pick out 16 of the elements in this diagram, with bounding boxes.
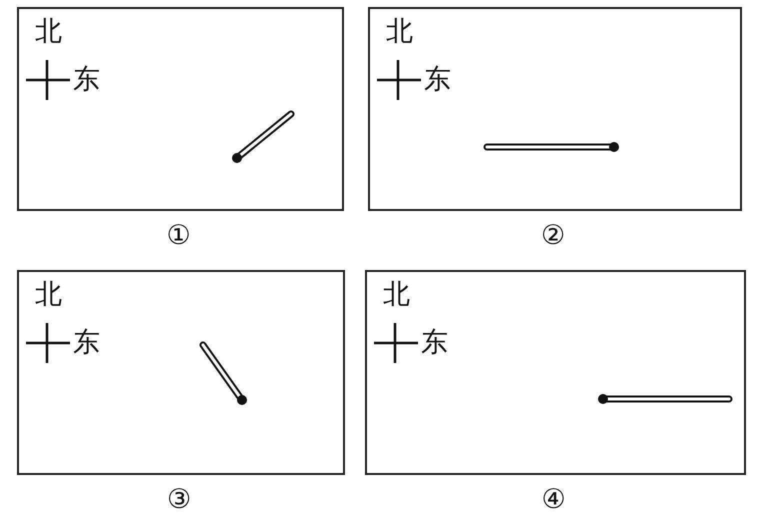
panel-frame	[17, 7, 344, 211]
direction-label: 北	[35, 280, 62, 310]
direction-label: 东	[73, 328, 100, 358]
panel-number: ①	[166, 221, 190, 251]
direction-label: 北	[35, 17, 62, 47]
direction-label: 北	[383, 280, 410, 310]
panel-frame	[368, 7, 742, 211]
panel-frame	[17, 270, 345, 475]
direction-label: 东	[424, 65, 451, 95]
panel-frame	[365, 270, 746, 475]
direction-label: 北	[386, 17, 413, 47]
panel-number: ③	[167, 485, 191, 515]
panel-number: ②	[541, 221, 565, 251]
direction-label: 东	[421, 328, 448, 358]
panel-number: ④	[542, 485, 566, 515]
direction-label: 东	[73, 65, 100, 95]
